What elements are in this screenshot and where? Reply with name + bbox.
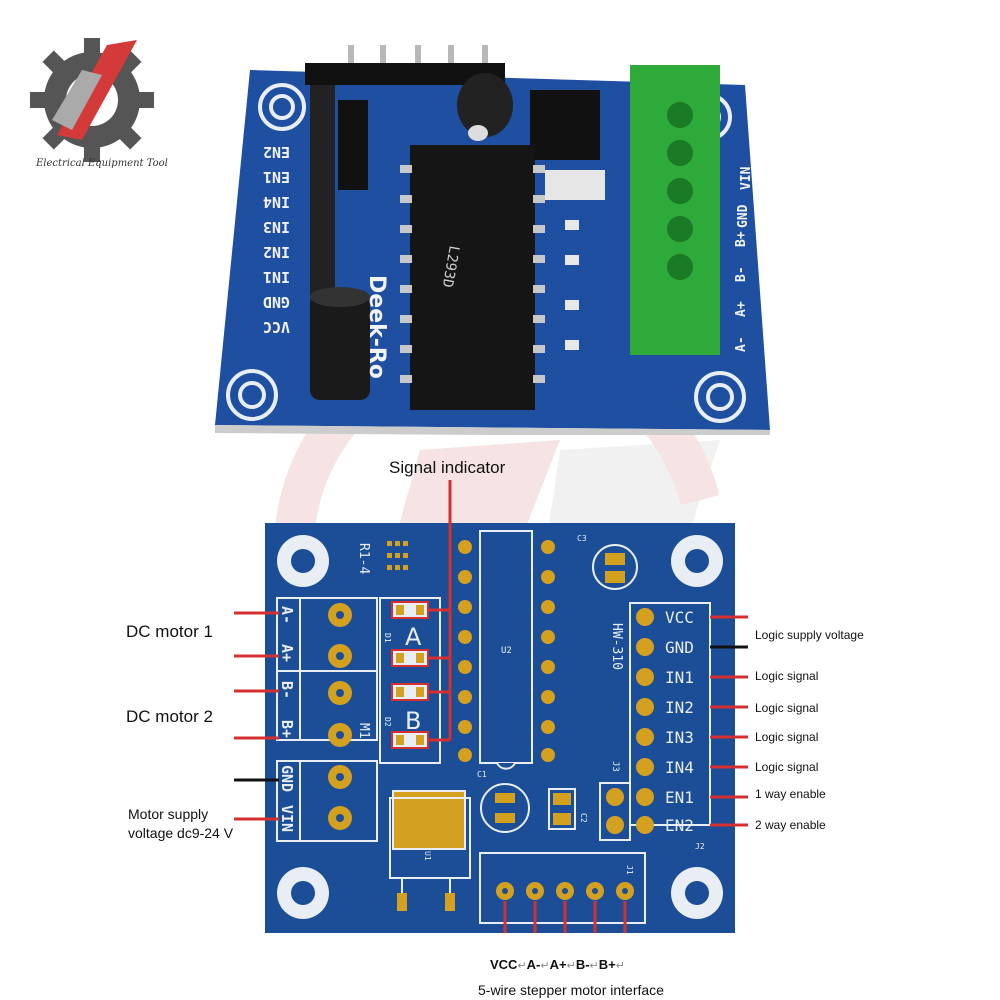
gear-lightning-icon — [30, 38, 154, 162]
pcb-pin-aminus: A- — [278, 606, 296, 624]
pcb-diagram: A- A+ B- B+ GND VIN M1 R1-4 A B D1 D2 U2 — [265, 523, 735, 933]
stepper-pin-bplus: B+ — [598, 957, 616, 972]
photo-silk-in4: IN4 — [263, 193, 290, 211]
photo-silk-aminus: A- — [734, 336, 749, 352]
photo-silk-gnd: GND — [263, 293, 290, 311]
photo-silk-aplus: A+ — [734, 301, 749, 317]
photo-chip-text: L293D — [439, 244, 462, 288]
photo-silk-vin: VIN — [739, 166, 754, 190]
photo-silk-in2: IN2 — [263, 243, 290, 261]
pcb-d1: D1 — [383, 633, 392, 643]
return-mark: ↵ — [517, 960, 527, 972]
mounting-holes — [277, 535, 723, 919]
photo-silk-vcc: VCC — [263, 318, 290, 336]
photo-silk-gnd2: GND — [736, 204, 751, 228]
label-logic-signal-2: Logic signal — [755, 701, 819, 715]
pcb-u2: U2 — [501, 646, 512, 656]
pcb-c2: C2 — [579, 813, 588, 823]
pcb-pin-gnd: GND — [278, 765, 296, 792]
pcb-a: A — [405, 623, 422, 651]
stepper-pin-vcc: VCC — [490, 957, 518, 972]
label-1-way-enable: 1 way enable — [755, 787, 826, 801]
pcb-c1: C1 — [477, 770, 487, 779]
pcb-j3: J3 — [610, 761, 620, 772]
label-logic-signal-4: Logic signal — [755, 760, 819, 774]
pcb-pin-en1: EN1 — [665, 788, 694, 807]
photo-silk-bminus: B- — [734, 266, 749, 282]
pcb-pin-en2: EN2 — [665, 816, 694, 835]
pcb-pin-aplus: A+ — [278, 644, 296, 662]
label-logic-signal-1: Logic signal — [755, 669, 819, 683]
return-mark: ↵ — [566, 960, 576, 972]
pcb-c3: C3 — [577, 534, 587, 543]
pcb-pin-in3: IN3 — [665, 728, 694, 747]
label-2-way-enable: 2 way enable — [755, 818, 826, 832]
label-logic-signal-3: Logic signal — [755, 730, 819, 744]
stepper-pin-aplus: A+ — [549, 957, 567, 972]
pcb-pin-gnd2: GND — [665, 638, 694, 657]
photo-silk-in1: IN1 — [263, 268, 290, 286]
pcb-d2: D2 — [383, 717, 392, 727]
label-motor-supply-1: Motor supply — [128, 806, 209, 822]
pcb-pin-vin: VIN — [278, 805, 296, 832]
pcb-hw310: HW-310 — [609, 623, 624, 670]
photo-silk-bplus: B+ — [734, 231, 749, 247]
board-photo: EN2 EN1 IN4 IN3 IN2 IN1 GND VCC VIN GND … — [215, 45, 770, 435]
pcb-pin-bplus: B+ — [278, 720, 296, 738]
return-mark: ↵ — [540, 960, 550, 972]
label-logic-supply: Logic supply voltage — [755, 628, 864, 642]
photo-brand-mark: Deek-Ro — [364, 275, 389, 379]
pcb-b: B — [405, 707, 421, 735]
pcb-pin-vcc: VCC — [665, 608, 694, 627]
signal-indicator-label: Signal indicator — [389, 458, 506, 477]
photo-silk-en2: EN2 — [263, 143, 290, 161]
return-mark: ↵ — [615, 960, 625, 972]
pcb-r1-4: R1-4 — [356, 543, 371, 574]
pcb-m1: M1 — [356, 723, 371, 739]
photo-silk-in3: IN3 — [263, 218, 290, 236]
stepper-pin-aminus: A- — [526, 957, 541, 972]
label-motor-supply-2: voltage dc9-24 V — [128, 825, 234, 841]
callout-lines — [234, 480, 748, 827]
logo-text: Electrical Equipment Tool — [36, 158, 168, 169]
label-dc-motor-1: DC motor 1 — [126, 622, 213, 641]
pcb-pin-in1: IN1 — [665, 668, 694, 687]
pcb-pin-bminus: B- — [278, 681, 296, 699]
label-dc-motor-2: DC motor 2 — [126, 707, 213, 726]
pcb-j2: J2 — [695, 842, 705, 851]
stepper-caption: 5-wire stepper motor interface — [478, 982, 664, 998]
pcb-j1: J1 — [625, 865, 634, 875]
return-mark: ↵ — [589, 960, 599, 972]
stepper-pin-bminus: B- — [575, 957, 590, 972]
pcb-pin-in4: IN4 — [665, 758, 694, 777]
pcb-u1: U1 — [423, 851, 432, 861]
pcb-pin-in2: IN2 — [665, 698, 694, 717]
stepper-pin-labels: VCC↵A-↵A+↵B-↵B+↵ — [490, 956, 625, 974]
photo-silk-en1: EN1 — [263, 168, 290, 186]
